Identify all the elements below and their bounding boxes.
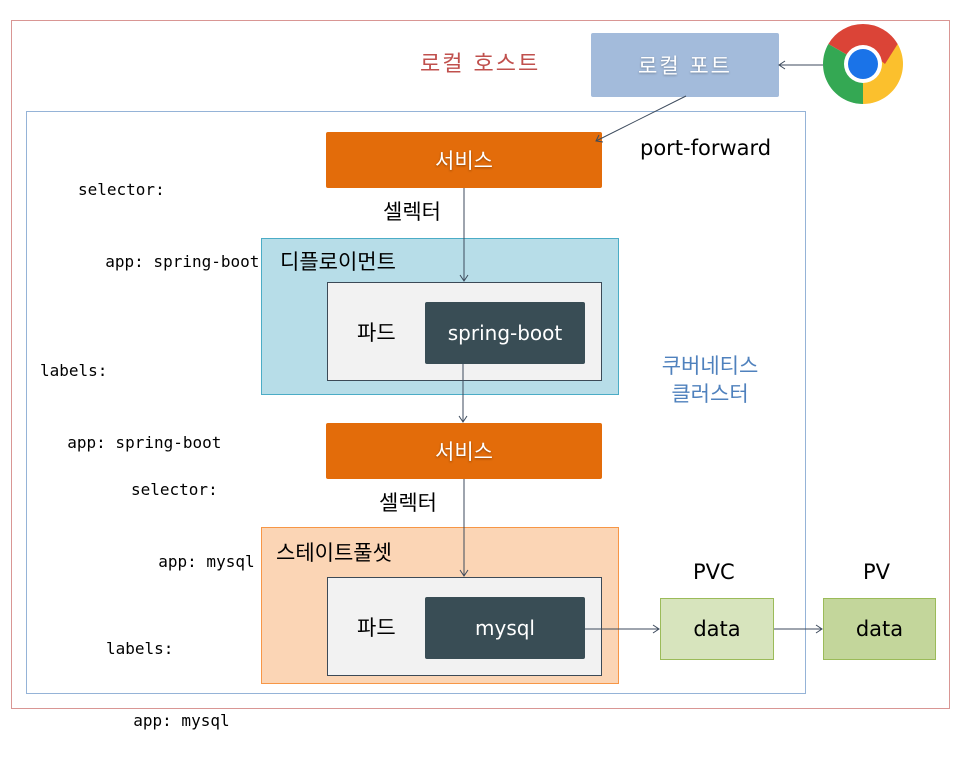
kubernetes-cluster-label: 쿠버네티스 클러스터 xyxy=(640,352,780,408)
statefulset-label: 스테이트풀셋 xyxy=(276,541,392,565)
chrome-icon xyxy=(823,24,903,104)
container-label: mysql xyxy=(475,616,535,640)
spring-selector-edge-label: 셀렉터 xyxy=(383,200,441,224)
local-port-label: 로컬 포트 xyxy=(638,54,732,78)
spring-service-box[interactable]: 서비스 xyxy=(326,132,602,188)
deployment-label: 디플로이먼트 xyxy=(280,250,396,274)
selector-value: app: spring-boot xyxy=(86,252,260,271)
service-label: 서비스 xyxy=(435,440,493,464)
spring-pod-label: 파드 xyxy=(357,321,396,345)
spring-pod-labels: labels: app: spring-boot xyxy=(40,311,221,479)
kubernetes-cluster-frame xyxy=(26,111,806,694)
pv-title: PV xyxy=(863,560,891,584)
service-label: 서비스 xyxy=(435,149,493,173)
mysql-container[interactable]: mysql xyxy=(425,597,585,659)
spring-service-selector: selector: app: spring-boot xyxy=(78,130,259,298)
port-forward-label: port-forward xyxy=(640,136,772,160)
local-host-title: 로컬 호스트 xyxy=(420,52,541,77)
pv-data-label: data xyxy=(855,617,904,641)
mysql-service-selector: selector: app: mysql xyxy=(131,430,255,598)
container-label: spring-boot xyxy=(447,321,563,345)
labels-key: labels: xyxy=(106,639,174,658)
mysql-pod-labels: labels: app: mysql xyxy=(106,589,230,757)
selector-key: selector: xyxy=(131,480,218,499)
pvc-title: PVC xyxy=(693,560,735,584)
mysql-selector-edge-label: 셀렉터 xyxy=(379,491,437,515)
labels-key: labels: xyxy=(40,361,108,380)
mysql-pod-label: 파드 xyxy=(357,616,396,640)
selector-key: selector: xyxy=(78,180,165,199)
mysql-service-box[interactable]: 서비스 xyxy=(326,423,602,479)
cluster-label-line1: 쿠버네티스 xyxy=(661,354,759,378)
cluster-label-line2: 클러스터 xyxy=(671,382,749,406)
labels-value: app: mysql xyxy=(114,711,230,730)
labels-value: app: spring-boot xyxy=(48,433,222,452)
pv-data-box[interactable]: data xyxy=(823,598,936,660)
chrome-browser-icon[interactable] xyxy=(823,24,903,104)
local-host-frame xyxy=(11,20,950,709)
local-port-box[interactable]: 로컬 포트 xyxy=(591,33,779,97)
spring-boot-container[interactable]: spring-boot xyxy=(425,302,585,364)
selector-value: app: mysql xyxy=(139,552,255,571)
pvc-data-box[interactable]: data xyxy=(660,598,774,660)
pvc-data-label: data xyxy=(693,617,741,641)
